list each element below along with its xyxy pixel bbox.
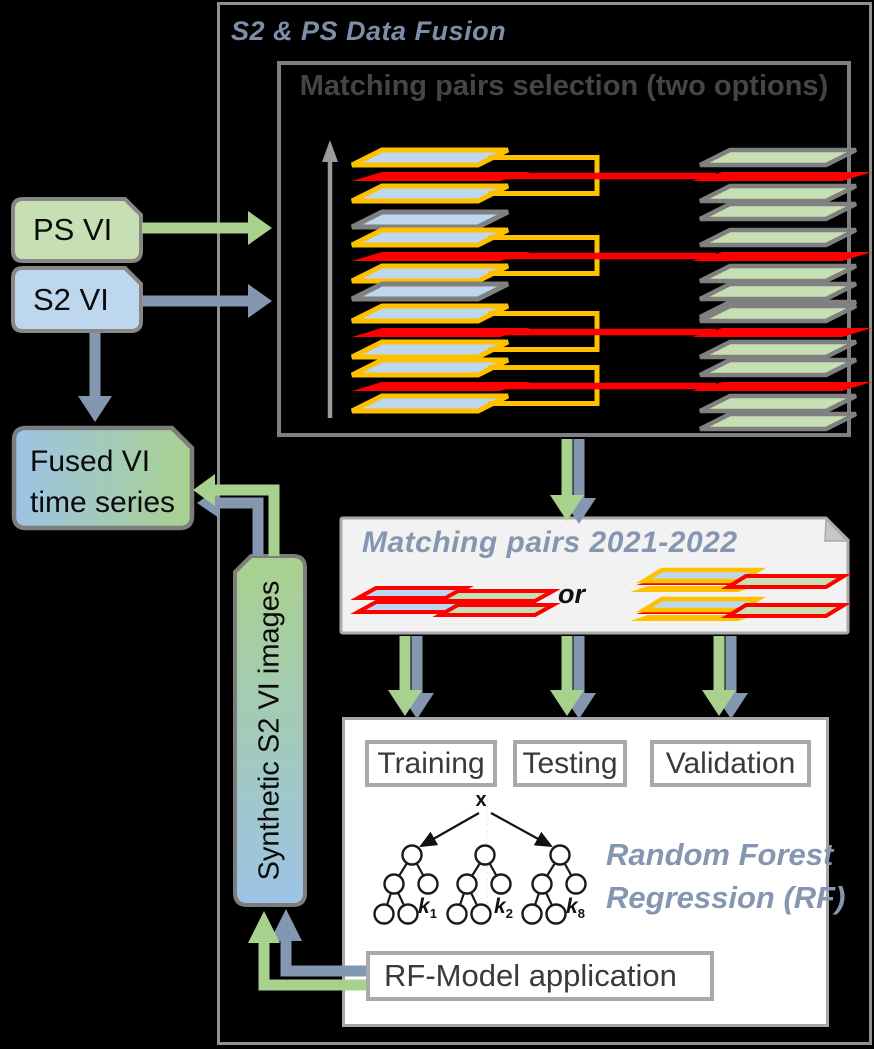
rf-model-to-synthetic-arrow	[248, 909, 366, 991]
rf-model-label: RF-Model application	[384, 958, 677, 993]
random-forest-tree	[373, 800, 587, 926]
rf-label-line2: Regression (RF)	[606, 880, 846, 915]
testing-label: Testing	[522, 746, 618, 780]
ps-vi-arrow	[142, 211, 272, 245]
training-box: Training	[365, 740, 497, 787]
tree-leaf-label-k2: k2	[494, 895, 513, 922]
pairs-panel-title: Matching pairs 2021-2022	[362, 526, 738, 559]
matching-pairs-stacks	[350, 147, 872, 432]
random-forest-regression-label: Random Forest Regression (RF)	[606, 833, 845, 919]
pairs-to-rf-arrow-2	[550, 636, 596, 719]
fused-line2: time series	[30, 486, 176, 519]
page-title: S2 & PS Data Fusion	[231, 16, 507, 46]
testing-box: Testing	[513, 740, 627, 787]
selection-to-pairs-arrow	[550, 439, 596, 524]
or-label: or	[558, 579, 585, 609]
s2-vi-box-shape	[11, 266, 143, 333]
fused-vi-time-series-box: Fused VI time series	[30, 441, 175, 523]
synthetic-s2-vi-images-box: Synthetic S2 VI images	[235, 556, 305, 905]
matched-pair-glyphs	[350, 567, 852, 621]
s2-to-fused-arrow	[78, 333, 112, 422]
synthetic-box-shape	[233, 554, 307, 907]
data-fusion-outer-frame	[217, 2, 872, 1045]
fused-vi-box-shape	[11, 425, 195, 531]
time-axis-arrow	[322, 140, 338, 418]
s2-vi-box: S2 VI	[33, 281, 109, 317]
rf-model-application-box: RF-Model application	[366, 951, 714, 1001]
ps-vi-box: PS VI	[33, 212, 113, 247]
pairs-to-rf-arrow-1	[388, 636, 434, 719]
tree-leaf-label-k1: k1	[418, 895, 437, 922]
synthetic-to-fused-arrow	[193, 474, 280, 556]
tree-root-label: x	[475, 789, 487, 811]
fused-line1: Fused VI	[30, 445, 151, 478]
matching-selection-frame	[277, 61, 851, 437]
selection-panel-title: Matching pairs selection (two options)	[299, 70, 829, 102]
validation-label: Validation	[665, 746, 796, 780]
synthetic-label: Synthetic S2 VI images	[253, 580, 286, 881]
s2-vi-arrow	[142, 284, 272, 318]
rf-label-line1: Random Forest	[606, 837, 834, 872]
ps-vi-box-shape	[11, 197, 143, 263]
tree-leaf-label-k8: k8	[566, 895, 585, 922]
training-label: Training	[377, 746, 485, 780]
validation-box: Validation	[650, 740, 811, 787]
pairs-to-rf-arrow-3	[702, 636, 748, 719]
